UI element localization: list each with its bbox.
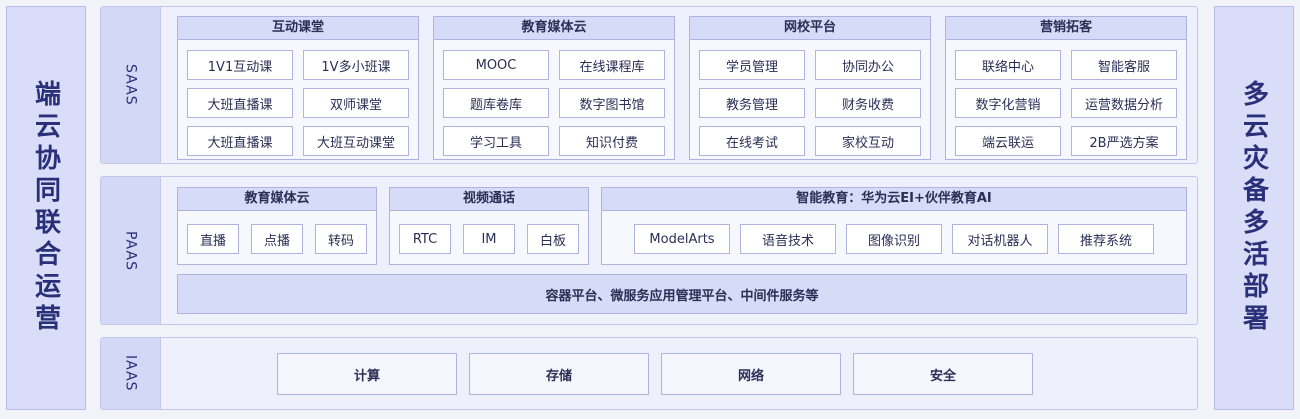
paas-group-video-call: 视频通话 RTC IM 白板	[389, 187, 589, 265]
group-title: 智能教育：华为云EI+伙伴教育AI	[602, 188, 1186, 211]
left-sidebar: 端云协同联合运营	[6, 6, 86, 410]
service-item: 对话机器人	[952, 224, 1048, 254]
service-item: 端云联运	[955, 126, 1061, 156]
group-title: 教育媒体云	[178, 188, 376, 211]
right-sidebar-label: 多云灾备多活部署	[1238, 80, 1269, 336]
saas-group-education-media-cloud: 教育媒体云 MOOC 在线课程库 题库卷库 数字图书馆 学习工具 知识付费	[433, 16, 675, 160]
service-item: MOOC	[443, 50, 549, 80]
service-item: RTC	[399, 224, 451, 254]
service-item: 2B严选方案	[1071, 126, 1177, 156]
service-item: 联络中心	[955, 50, 1061, 80]
service-item: 学习工具	[443, 126, 549, 156]
service-item: 1V多小班课	[303, 50, 409, 80]
service-item: 大班直播课	[187, 126, 293, 156]
paas-label-text: PAAS	[122, 230, 139, 271]
service-item: 图像识别	[846, 224, 942, 254]
service-item: 语音技术	[740, 224, 836, 254]
service-item: 财务收费	[815, 88, 921, 118]
service-item: 题库卷库	[443, 88, 549, 118]
iaas-item: 网络	[661, 353, 841, 395]
service-item: 智能客服	[1071, 50, 1177, 80]
service-item: 双师课堂	[303, 88, 409, 118]
paas-group-smart-education: 智能教育：华为云EI+伙伴教育AI ModelArts 语音技术 图像识别 对话…	[601, 187, 1187, 265]
group-title: 教育媒体云	[434, 17, 674, 40]
group-title: 视频通话	[390, 188, 588, 211]
service-item: 点播	[251, 224, 303, 254]
iaas-item: 计算	[277, 353, 457, 395]
left-sidebar-label: 端云协同联合运营	[30, 80, 61, 336]
iaas-label-text: IAAS	[122, 355, 139, 392]
iaas-layer: IAAS 计算 存储 网络 安全	[100, 337, 1198, 410]
service-item: 数字化营销	[955, 88, 1061, 118]
paas-infrastructure-bar: 容器平台、微服务应用管理平台、中间件服务等	[177, 274, 1187, 314]
iaas-item: 存储	[469, 353, 649, 395]
saas-group-interactive-classroom: 互动课堂 1V1互动课 1V多小班课 大班直播课 双师课堂 大班直播课 大班互动…	[177, 16, 419, 160]
service-item: 家校互动	[815, 126, 921, 156]
service-item: IM	[463, 224, 515, 254]
service-item: ModelArts	[634, 224, 730, 254]
paas-layer-label: PAAS	[101, 177, 161, 324]
service-item: 推荐系统	[1058, 224, 1154, 254]
saas-group-online-school-platform: 网校平台 学员管理 协同办公 教务管理 财务收费 在线考试 家校互动	[689, 16, 931, 160]
service-item: 转码	[315, 224, 367, 254]
group-title: 互动课堂	[178, 17, 418, 40]
service-item: 运营数据分析	[1071, 88, 1177, 118]
right-sidebar: 多云灾备多活部署	[1214, 6, 1294, 410]
iaas-item: 安全	[853, 353, 1033, 395]
service-item: 教务管理	[699, 88, 805, 118]
service-item: 在线考试	[699, 126, 805, 156]
paas-group-education-media-cloud: 教育媒体云 直播 点播 转码	[177, 187, 377, 265]
saas-label-text: SAAS	[122, 64, 139, 106]
service-item: 数字图书馆	[559, 88, 665, 118]
saas-layer-label: SAAS	[101, 7, 161, 163]
iaas-layer-label: IAAS	[101, 338, 161, 409]
paas-layer: PAAS 教育媒体云 直播 点播 转码 视频通话 RTC IM 白板 智能教育：…	[100, 176, 1198, 325]
service-item: 1V1互动课	[187, 50, 293, 80]
service-item: 在线课程库	[559, 50, 665, 80]
service-item: 协同办公	[815, 50, 921, 80]
service-item: 直播	[187, 224, 239, 254]
group-title: 营销拓客	[946, 17, 1186, 40]
saas-group-marketing: 营销拓客 联络中心 智能客服 数字化营销 运营数据分析 端云联运 2B严选方案	[945, 16, 1187, 160]
service-item: 大班互动课堂	[303, 126, 409, 156]
service-item: 大班直播课	[187, 88, 293, 118]
saas-layer: SAAS 互动课堂 1V1互动课 1V多小班课 大班直播课 双师课堂 大班直播课…	[100, 6, 1198, 164]
service-item: 白板	[527, 224, 579, 254]
service-item: 学员管理	[699, 50, 805, 80]
service-item: 知识付费	[559, 126, 665, 156]
group-title: 网校平台	[690, 17, 930, 40]
